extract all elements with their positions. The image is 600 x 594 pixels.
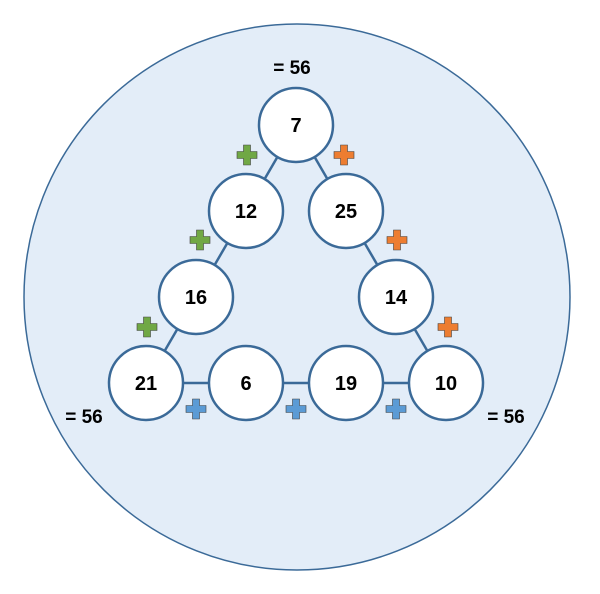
node-value: 19 [335,373,357,395]
node-value: 14 [385,287,408,309]
node-right-2: 14 [357,258,435,336]
sum-label-top: = 56 [273,58,311,79]
edge-left-side [144,124,298,384]
plus-icon [136,316,158,338]
node-value: 25 [335,201,357,223]
sum-label-right: = 56 [487,407,525,428]
plus-icon [385,398,407,420]
node-bottom-left-corner: 21 [107,344,185,422]
node-value: 6 [240,373,251,395]
plus-icon [333,144,355,166]
node-left-2: 16 [157,258,235,336]
background-circle [23,23,571,571]
node-value: 16 [185,287,207,309]
plus-icon [189,229,211,251]
plus-icon [236,144,258,166]
node-value: 10 [435,373,457,395]
node-value: 21 [135,373,157,395]
node-value: 12 [235,201,257,223]
plus-icon [185,398,207,420]
plus-icon [386,229,408,251]
node-value: 7 [290,115,301,137]
node-left-1: 12 [207,172,285,250]
edge-right-side [294,124,448,384]
node-bottom-right-corner: 10 [407,344,485,422]
plus-icon [285,398,307,420]
node-apex: 7 [257,86,335,164]
plus-icon [437,316,459,338]
node-bottom-2: 19 [307,344,385,422]
sum-label-left: = 56 [65,407,103,428]
node-bottom-1: 6 [207,344,285,422]
node-right-1: 25 [307,172,385,250]
